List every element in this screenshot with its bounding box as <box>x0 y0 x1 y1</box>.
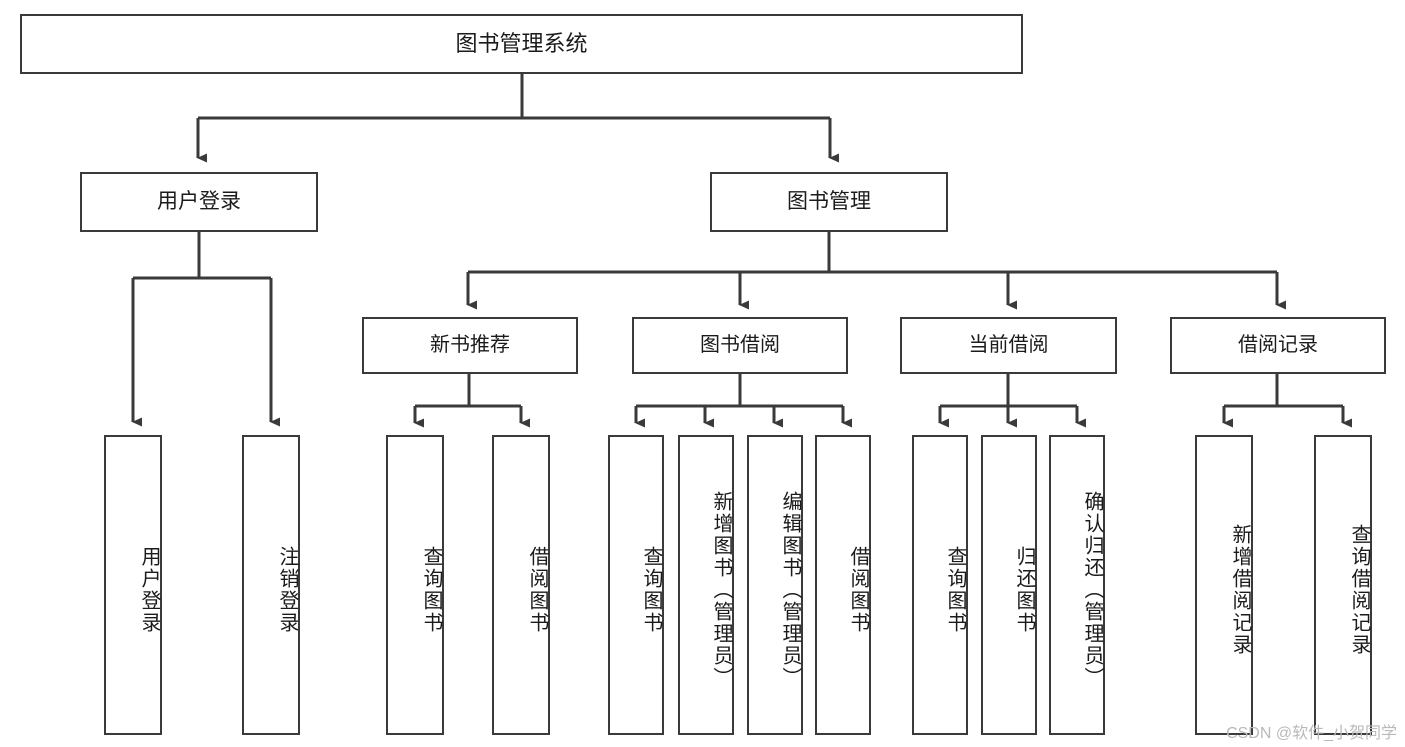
leaf-book-borrow-edit-book-admin[interactable]: 编辑图书（管理员） <box>747 435 803 735</box>
node-label: 当前借阅 <box>968 334 1049 357</box>
node-label: 确认归还（管理员） <box>1081 491 1103 689</box>
leaf-book-borrow-borrow-book[interactable]: 借阅图书 <box>815 435 871 735</box>
leaf-current-borrow-query-book[interactable]: 查询图书 <box>912 435 968 735</box>
leaf-user-login-logout[interactable]: 注销登录 <box>242 435 300 735</box>
node-label: 用户登录 <box>157 190 241 214</box>
leaf-book-borrow-add-book-admin[interactable]: 新增图书（管理员） <box>678 435 734 735</box>
leaf-current-borrow-return-book[interactable]: 归还图书 <box>981 435 1037 735</box>
node-new-book-recommend[interactable]: 新书推荐 <box>362 317 578 374</box>
leaf-book-borrow-query-book[interactable]: 查询图书 <box>608 435 664 735</box>
node-book-borrow[interactable]: 图书借阅 <box>632 317 848 374</box>
node-label: 借阅图书 <box>526 546 548 634</box>
node-label: 新增图书（管理员） <box>710 491 732 689</box>
node-label: 图书借阅 <box>700 334 780 357</box>
node-label: 注销登录 <box>276 546 298 634</box>
leaf-user-login-login[interactable]: 用户登录 <box>104 435 162 735</box>
csdn-watermark: CSDN @软件_小贺同学 <box>1226 725 1397 742</box>
node-borrow-record[interactable]: 借阅记录 <box>1170 317 1386 374</box>
leaf-new-book-borrow-book[interactable]: 借阅图书 <box>492 435 550 735</box>
node-root-book-management-system[interactable]: 图书管理系统 <box>20 14 1023 74</box>
leaf-borrow-record-add-record[interactable]: 新增借阅记录 <box>1195 435 1253 735</box>
node-current-borrow[interactable]: 当前借阅 <box>900 317 1117 374</box>
leaf-new-book-query-book[interactable]: 查询图书 <box>386 435 444 735</box>
node-label: 新增借阅记录 <box>1229 524 1251 656</box>
node-label: 用户登录 <box>138 546 160 634</box>
node-user-login[interactable]: 用户登录 <box>80 172 318 232</box>
node-label: 图书管理系统 <box>455 30 588 56</box>
node-label: 查询图书 <box>640 546 662 634</box>
node-label: 借阅图书 <box>847 546 869 634</box>
leaf-current-borrow-confirm-return-admin[interactable]: 确认归还（管理员） <box>1049 435 1105 735</box>
node-label: 查询图书 <box>420 546 442 634</box>
node-label: 图书管理 <box>787 190 871 214</box>
node-label: 查询借阅记录 <box>1348 524 1370 656</box>
leaf-borrow-record-query-record[interactable]: 查询借阅记录 <box>1314 435 1372 735</box>
node-book-management[interactable]: 图书管理 <box>710 172 948 232</box>
node-label: 编辑图书（管理员） <box>779 491 801 689</box>
node-label: 查询图书 <box>944 546 966 634</box>
node-label: 归还图书 <box>1013 546 1035 634</box>
node-label: 借阅记录 <box>1238 334 1318 357</box>
node-label: 新书推荐 <box>430 334 510 357</box>
